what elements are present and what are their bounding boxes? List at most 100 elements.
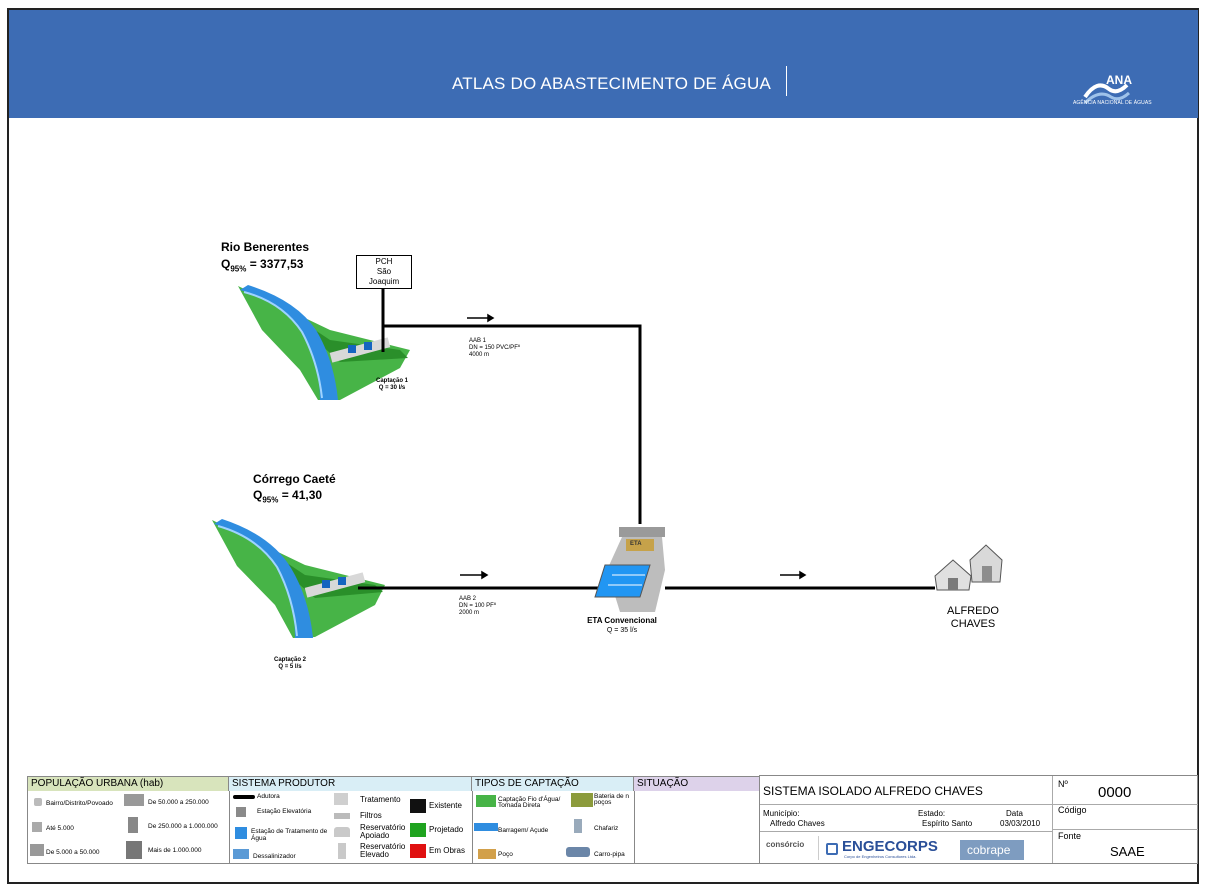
captacao-1-illustration [238,285,410,400]
run-of-river-icon [476,795,496,807]
prod-item: Reservatório Apoiado [360,823,406,840]
pop-item: Bairro/Distrito/Povoado [46,800,113,807]
rio-name: Rio Benerentes [221,240,310,254]
municipio-value: Alfredo Chaves [770,819,825,828]
legend-panel: POPULAÇÃO URBANA (hab) SISTEMA PRODUTOR … [27,776,760,864]
ana-logo-icon [1083,83,1131,105]
corrego-name: Córrego Caeté [253,472,336,486]
building-m-icon [30,844,44,856]
water-truck-icon [566,847,590,857]
city-line-2: CHAVES [950,618,996,630]
number-label: Nº [1058,779,1068,789]
municipio-label: Município: [763,809,800,818]
captacao-2-name: Captação 2 [273,657,306,663]
captacao-1-flow: Q = 30 l/s [378,385,406,391]
capt-item: Bateria de n poços [594,793,630,806]
prod-item: Reservatório Elevado [360,842,406,859]
engecorps-name: ENGECORPS [842,838,938,855]
pch-box: PCH São Joaquim [356,255,412,289]
info-block: SISTEMA ISOLADO ALFREDO CHAVES Nº 0000 C… [759,775,1198,864]
building-xxl-icon [126,841,142,859]
estado-label: Estado: [918,809,946,818]
eta-icon [594,527,665,612]
prod-item: Dessalinizador [253,853,296,860]
legend-sit-title: SITUAÇÃO [634,777,760,791]
pch-line-1: PCH [375,257,393,266]
system-title: SISTEMA ISOLADO ALFREDO CHAVES [763,784,983,798]
prod-item: Adutora [257,793,280,800]
eta-name: ETA Convencional [587,616,657,625]
em-obras-swatch [410,844,426,858]
corrego-flow: Q95% = 41,30 [253,488,323,505]
well-icon [478,849,496,859]
aab-2-label: AAB 2 DN = 100 PFº 2000 m [459,596,496,617]
aab-1-label: AAB 1 DN = 150 PVC/PFº 4000 m [469,338,520,359]
estado-value: Espírito Santo [922,819,973,828]
engecorps-logo-icon [826,843,838,855]
sit-item: Em Obras [429,846,466,855]
building-s-icon [32,822,42,832]
pop-item: Mais de 1.000.000 [148,847,202,854]
pop-item: De 250.000 a 1.000.000 [148,823,218,830]
aab-2-dn: DN = 100 PFº [459,603,497,609]
captacao-1-label: Captação 1 Q = 30 l/s [366,378,418,392]
capt-item: Carro-pipa [594,851,625,858]
captacao-2-label: Captação 2 Q = 5 l/s [264,657,316,671]
page-frame [7,8,1199,884]
pop-item: De 50.000 a 250.000 [148,799,209,806]
capt-item: Captação Fio d'Água/ Tomada Direta [498,796,561,809]
fonte-label: Fonte [1058,831,1082,841]
well-battery-icon [571,793,593,807]
number-value: 0000 [1098,784,1132,801]
consorcio-label: consórcio [766,840,805,849]
sit-item: Existente [429,801,462,810]
captacao-2-flow: Q = 5 l/s [278,664,302,670]
building-xs-icon [34,798,42,806]
legend-capt-title: TIPOS DE CAPTAÇÃO [472,777,634,791]
data-value: 03/03/2010 [1000,819,1041,828]
aab-1-dn: DN = 150 PVC/PFº [469,345,521,351]
prod-item: Filtros [360,811,382,820]
capt-item: Poço [498,851,513,858]
aab-2-length: 2000 m [459,610,480,616]
cobrape-logo-box [960,840,1024,860]
aab-2-name: AAB 2 [459,596,477,602]
prod-item: Estação Elevatória [257,808,312,815]
header-bar [9,10,1198,118]
city-label: ALFREDO CHAVES [938,605,1008,631]
pch-line-3: Joaquim [368,277,400,286]
fonte-value: SAAE [1110,844,1145,859]
treatment-icon [334,793,348,805]
engecorps-subtitle: Corpo de Engenheiros Consultores Ltda. [844,854,917,859]
page-title: ATLAS DO ABASTECIMENTO DE ÁGUA [452,74,771,93]
logo-text: ANA [1106,73,1132,87]
pop-item: De 5.000 a 50.000 [46,849,100,856]
dam-icon [474,823,498,831]
captacao-1-name: Captação 1 [375,378,408,384]
filters-icon [334,813,350,819]
captacao-2-illustration [212,519,385,638]
fountain-icon [574,819,582,833]
prod-item: Tratamento [360,795,401,804]
legend-pop-title: POPULAÇÃO URBANA (hab) [28,777,229,791]
building-l-icon [124,794,144,806]
capt-item: Chafariz [594,825,619,832]
logo-subtitle: AGÊNCIA NACIONAL DE ÁGUAS [1073,100,1152,106]
city-line-1: ALFREDO [947,605,999,617]
existente-swatch [410,799,426,813]
codigo-label: Código [1058,805,1087,815]
eta-legend-icon [235,827,247,839]
building-xl-icon [128,817,138,833]
title-separator [786,66,787,96]
rio-flow: Q95% = 3377,53 [221,257,304,274]
cobrape-name: cobrape [967,843,1011,857]
sit-item: Projetado [429,825,464,834]
projetado-swatch [410,823,426,837]
eta-flow: Q = 35 l/s [606,627,638,634]
desalinator-icon [233,849,249,859]
aab-1-length: 4000 m [469,352,490,358]
data-label: Data [1006,809,1023,818]
capt-item: Barragem/ Açude [498,827,549,834]
pch-line-2: São [376,267,392,276]
